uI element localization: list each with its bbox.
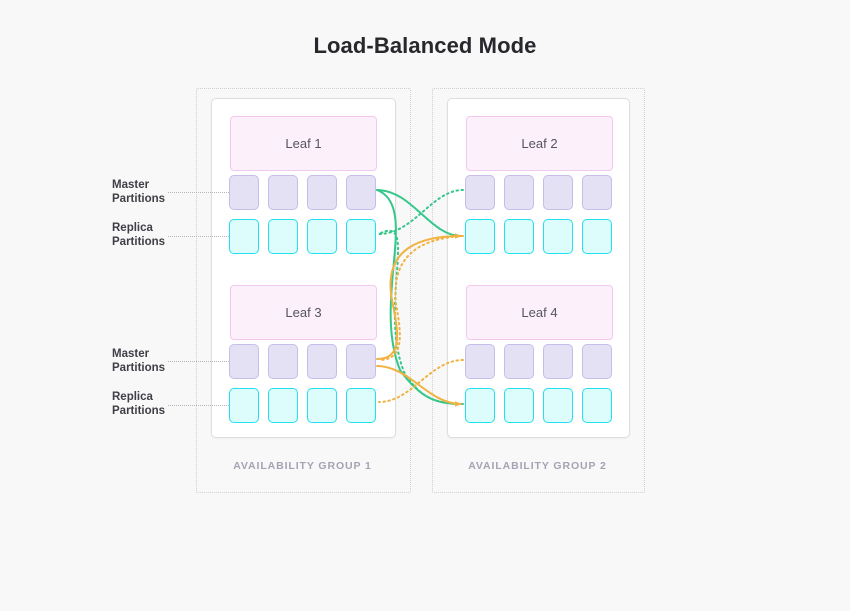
leaf-box-leaf-4[interactable]: Leaf 4 <box>466 285 613 340</box>
replica-partition-leaf2-4[interactable] <box>582 219 612 254</box>
master-partition-leaf1-2[interactable] <box>268 175 298 210</box>
master-label-line2: Partitions <box>112 192 166 205</box>
master-partition-leaf1-1[interactable] <box>229 175 259 210</box>
page-title: Load-Balanced Mode <box>313 33 537 58</box>
master-partition-leaf3-1[interactable] <box>229 344 259 379</box>
leaf-label: Leaf 1 <box>285 136 322 151</box>
replica-partition-leaf3-1[interactable] <box>229 388 259 423</box>
leader-line-replica-bottom <box>168 405 229 406</box>
replica-partition-leaf2-3[interactable] <box>543 219 573 254</box>
master-partition-leaf2-2[interactable] <box>504 175 534 210</box>
master-label-line1: Master <box>112 179 150 191</box>
master-partition-leaf4-2[interactable] <box>504 344 534 379</box>
label-master-partitions-bottom: Master Partitions <box>112 348 208 375</box>
leader-line-replica-top <box>168 236 229 237</box>
leaf-label: Leaf 4 <box>521 305 558 320</box>
master-partition-leaf3-4[interactable] <box>346 344 376 379</box>
replica-partition-leaf2-1[interactable] <box>465 219 495 254</box>
leaf-box-leaf-2[interactable]: Leaf 2 <box>466 116 613 171</box>
replica-partition-leaf2-2[interactable] <box>504 219 534 254</box>
replica-partition-leaf1-3[interactable] <box>307 219 337 254</box>
leaf-box-leaf-3[interactable]: Leaf 3 <box>230 285 377 340</box>
availability-group-1-caption: AVAILABILITY GROUP 1 <box>233 460 372 472</box>
master-label-line2: Partitions <box>112 361 166 374</box>
label-replica-partitions-top: Replica Partitions <box>112 222 208 249</box>
leaf-box-leaf-1[interactable]: Leaf 1 <box>230 116 377 171</box>
availability-group-2-caption: AVAILABILITY GROUP 2 <box>468 460 607 472</box>
master-partition-leaf4-4[interactable] <box>582 344 612 379</box>
replica-partition-leaf1-2[interactable] <box>268 219 298 254</box>
replica-partition-leaf3-3[interactable] <box>307 388 337 423</box>
leaf-label: Leaf 2 <box>521 136 558 151</box>
master-label-line1: Master <box>112 348 150 360</box>
replica-partition-leaf1-1[interactable] <box>229 219 259 254</box>
master-partition-leaf1-3[interactable] <box>307 175 337 210</box>
replica-label-line2: Partitions <box>112 235 166 248</box>
label-master-partitions-top: Master Partitions <box>112 179 208 206</box>
replica-partition-leaf4-3[interactable] <box>543 388 573 423</box>
replica-partition-leaf4-4[interactable] <box>582 388 612 423</box>
replica-label-line1: Replica <box>112 222 153 234</box>
master-partition-leaf3-3[interactable] <box>307 344 337 379</box>
leader-line-master-bottom <box>168 361 229 362</box>
replica-partition-leaf3-4[interactable] <box>346 388 376 423</box>
master-partition-leaf2-1[interactable] <box>465 175 495 210</box>
label-replica-partitions-bottom: Replica Partitions <box>112 391 208 418</box>
replica-partition-leaf3-2[interactable] <box>268 388 298 423</box>
replica-label-line2: Partitions <box>112 404 166 417</box>
master-partition-leaf2-4[interactable] <box>582 175 612 210</box>
replica-partition-leaf1-4[interactable] <box>346 219 376 254</box>
master-partition-leaf1-4[interactable] <box>346 175 376 210</box>
master-partition-leaf4-1[interactable] <box>465 344 495 379</box>
master-partition-leaf3-2[interactable] <box>268 344 298 379</box>
master-partition-leaf4-3[interactable] <box>543 344 573 379</box>
master-partition-leaf2-3[interactable] <box>543 175 573 210</box>
replica-partition-leaf4-2[interactable] <box>504 388 534 423</box>
replica-partition-leaf4-1[interactable] <box>465 388 495 423</box>
leader-line-master-top <box>168 192 229 193</box>
replica-label-line1: Replica <box>112 391 153 403</box>
leaf-label: Leaf 3 <box>285 305 322 320</box>
